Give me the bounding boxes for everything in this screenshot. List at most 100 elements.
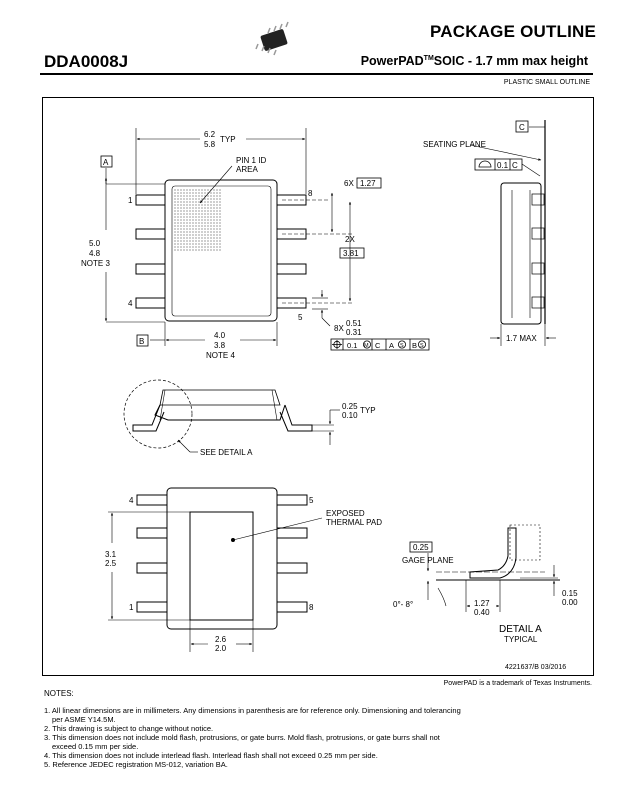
lead-2 [135, 228, 166, 240]
detail-a-subtitle: TYPICAL [504, 635, 538, 644]
span-count: 2X [345, 235, 355, 244]
subtitle-description: SOIC - 1.7 mm max height [433, 54, 588, 68]
datum-a-box [100, 155, 113, 168]
top-body-outline [164, 179, 278, 322]
body-width-top: 4.0 [214, 331, 226, 340]
lead-3 [135, 263, 166, 275]
package-family: PLASTIC SMALL OUTLINE [503, 79, 590, 86]
note-item: per ASME Y14.5M. [52, 715, 116, 724]
lead-thick-note: TYP [360, 406, 376, 415]
fcf-datum-b: B [412, 341, 417, 350]
lead-count: 8X [334, 324, 344, 333]
pin1-label-line2: AREA [236, 165, 258, 174]
fcf-m: M [364, 343, 369, 349]
pitch-value: 1.27 [360, 179, 376, 188]
pin-8-label: 8 [308, 189, 313, 198]
flatness-datum: C [512, 161, 518, 170]
document-number: 4221637/B 03/2016 [505, 664, 567, 671]
package-subtitle: PowerPADTMSOIC - 1.7 mm max height [361, 54, 588, 68]
pitch-count: 6X [344, 179, 354, 188]
flatness-value: 0.1 [497, 161, 509, 170]
body-width-note: NOTE 4 [206, 351, 235, 360]
notes-list: 1. All linear dimensions are in millimet… [44, 706, 564, 769]
length-top: 5.0 [89, 239, 101, 248]
side-view [469, 120, 556, 346]
subtitle-brand: PowerPAD [360, 54, 424, 68]
gage-plane-label: GAGE PLANE [402, 556, 454, 565]
pin1-label-line1: PIN 1 ID [236, 156, 266, 165]
pad-label-line2: THERMAL PAD [326, 518, 382, 527]
drawing-frame [42, 97, 594, 676]
pad-len-bottom: 2.5 [105, 559, 117, 568]
gage-value: 0.25 [413, 543, 429, 552]
note-item: 2. This drawing is subject to change wit… [44, 724, 214, 733]
trademark-notice: PowerPAD is a trademark of Texas Instrum… [443, 680, 592, 687]
seating-plane-label: SEATING PLANE [423, 140, 486, 149]
body-width-bottom: 3.8 [214, 341, 226, 350]
top-body-inner [171, 185, 272, 317]
note-item: 5. Reference JEDEC registration MS-012, … [44, 760, 228, 769]
pin1-dot-area [174, 188, 222, 252]
page-title: PACKAGE OUTLINE [430, 22, 597, 41]
position-tolerance-frame: 0.1 M C A S B S [330, 338, 430, 351]
standoff-bottom: 0.00 [562, 598, 578, 607]
flatness-icon [478, 160, 492, 168]
span-box [339, 247, 365, 259]
note-item: 1. All linear dimensions are in millimet… [44, 706, 461, 715]
length-note: NOTE 3 [81, 259, 110, 268]
max-height: 1.7 MAX [506, 334, 537, 343]
lead-width-bottom: 0.31 [346, 328, 362, 337]
width-top: 6.2 [204, 130, 216, 139]
fcf-datum-a: A [389, 341, 394, 350]
width-bottom: 5.8 [204, 140, 216, 149]
notes-title: NOTES: [44, 689, 74, 698]
datum-b-label: B [139, 337, 144, 346]
thermal-pad [189, 511, 254, 621]
foot-top: 1.27 [474, 599, 490, 608]
fcf-s-2: S [420, 343, 424, 349]
pin-1-label: 1 [128, 196, 133, 205]
foot-bottom: 0.40 [474, 608, 490, 617]
lead-4 [135, 297, 166, 309]
see-detail-label: SEE DETAIL A [200, 448, 253, 457]
pad-label-line1: EXPOSED [326, 509, 365, 518]
pad-wid-bottom: 2.0 [215, 644, 227, 653]
lead-thick-bottom: 0.10 [342, 411, 358, 420]
pad-len-top: 3.1 [105, 550, 117, 559]
end-view [123, 379, 340, 453]
lead-1 [135, 194, 166, 206]
lead-thick-top: 0.25 [342, 402, 358, 411]
header-rule [40, 73, 593, 75]
bottom-pin-8: 8 [309, 603, 314, 612]
note-item: 4. This dimension does not include inter… [44, 751, 378, 760]
pin-4-label: 4 [128, 299, 133, 308]
top-view [104, 128, 352, 346]
detail-a-callout-circle [123, 379, 193, 449]
fcf-s-1: S [400, 343, 404, 349]
lead-width-top: 0.51 [346, 319, 362, 328]
pin-5-label: 5 [298, 313, 303, 322]
lead-angle: 0°- 8° [393, 600, 413, 609]
lead-6 [276, 263, 307, 275]
standoff-top: 0.15 [562, 589, 578, 598]
datum-b-box [136, 334, 149, 347]
bottom-pin-4: 4 [129, 496, 134, 505]
note-item: exceed 0.15 mm per side. [52, 742, 139, 751]
fcf-datum-c: C [375, 341, 381, 350]
pad-wid-top: 2.6 [215, 635, 227, 644]
detail-a [409, 524, 560, 612]
bottom-pin-1: 1 [129, 603, 134, 612]
package-thumbnail-icon [255, 21, 289, 56]
datum-a-label: A [103, 158, 109, 167]
length-bottom: 4.8 [89, 249, 101, 258]
bottom-view [108, 487, 323, 652]
span-value: 3.81 [343, 249, 359, 258]
detail-a-title: DETAIL A [499, 624, 542, 635]
width-note: TYP [220, 135, 236, 144]
trademark-symbol: TM [423, 54, 434, 62]
datum-c-label: C [519, 123, 525, 132]
note-item: 3. This dimension does not include mold … [44, 733, 440, 742]
part-number: DDA0008J [44, 52, 129, 71]
pitch-box [356, 177, 382, 189]
